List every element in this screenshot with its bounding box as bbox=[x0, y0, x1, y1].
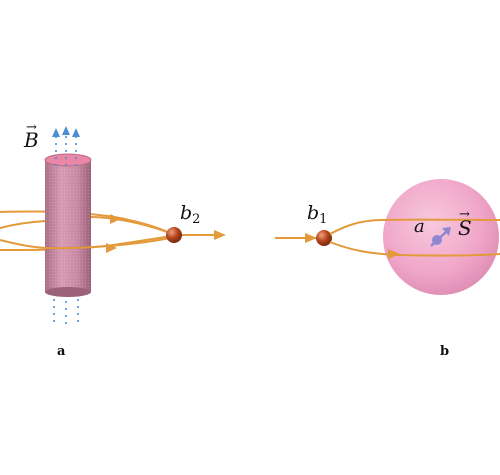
particle-b2 bbox=[166, 227, 182, 243]
incoming-trajectory-arrowhead bbox=[305, 233, 317, 243]
magnetic-field-label: B bbox=[23, 128, 39, 152]
solenoid bbox=[44, 153, 92, 297]
orbit-outgoing-arrowhead bbox=[214, 230, 226, 240]
panel-a-label: a bbox=[57, 344, 66, 359]
spin-particle-a bbox=[432, 235, 442, 245]
particle-a-label: a bbox=[414, 216, 425, 237]
orbit-path-front-upper bbox=[90, 216, 171, 234]
orbit-arrowhead-b-lower bbox=[388, 249, 400, 259]
orbit-path-b-lower bbox=[329, 241, 500, 257]
panel-a-diagram: B → b2 a bbox=[0, 120, 226, 359]
particle-b1-label-base: b bbox=[307, 202, 319, 224]
particle-b2-label-sub: 2 bbox=[192, 212, 200, 227]
orbit-path-b-upper bbox=[329, 218, 500, 235]
particle-b1 bbox=[316, 230, 332, 246]
particle-b2-label: b2 bbox=[180, 202, 200, 227]
solenoid-top-face bbox=[44, 153, 92, 167]
spin-label: S bbox=[458, 216, 472, 240]
orbit-arrowhead-lower bbox=[106, 243, 117, 253]
panel-b-diagram: b1 a S → b bbox=[275, 179, 500, 359]
field-arrowhead-2 bbox=[62, 126, 70, 135]
field-lines-bottom bbox=[53, 292, 79, 324]
panel-b-label: b bbox=[440, 344, 449, 359]
magnetic-field-vector-arrow: → bbox=[26, 120, 37, 135]
particle-b1-label: b1 bbox=[307, 202, 327, 227]
field-lines-top bbox=[55, 134, 77, 166]
field-arrowhead-1 bbox=[52, 128, 60, 137]
particle-b1-label-sub: 1 bbox=[319, 212, 327, 227]
particle-b2-label-base: b bbox=[180, 202, 192, 224]
field-arrowhead-3 bbox=[72, 128, 80, 137]
orbit-arrowhead-upper bbox=[110, 214, 121, 224]
orbit-path-left-upper bbox=[0, 220, 46, 229]
spin-vector-arrow: → bbox=[459, 207, 470, 222]
orbit-path-front-lower bbox=[0, 237, 171, 250]
spin-arrowhead bbox=[442, 227, 451, 236]
